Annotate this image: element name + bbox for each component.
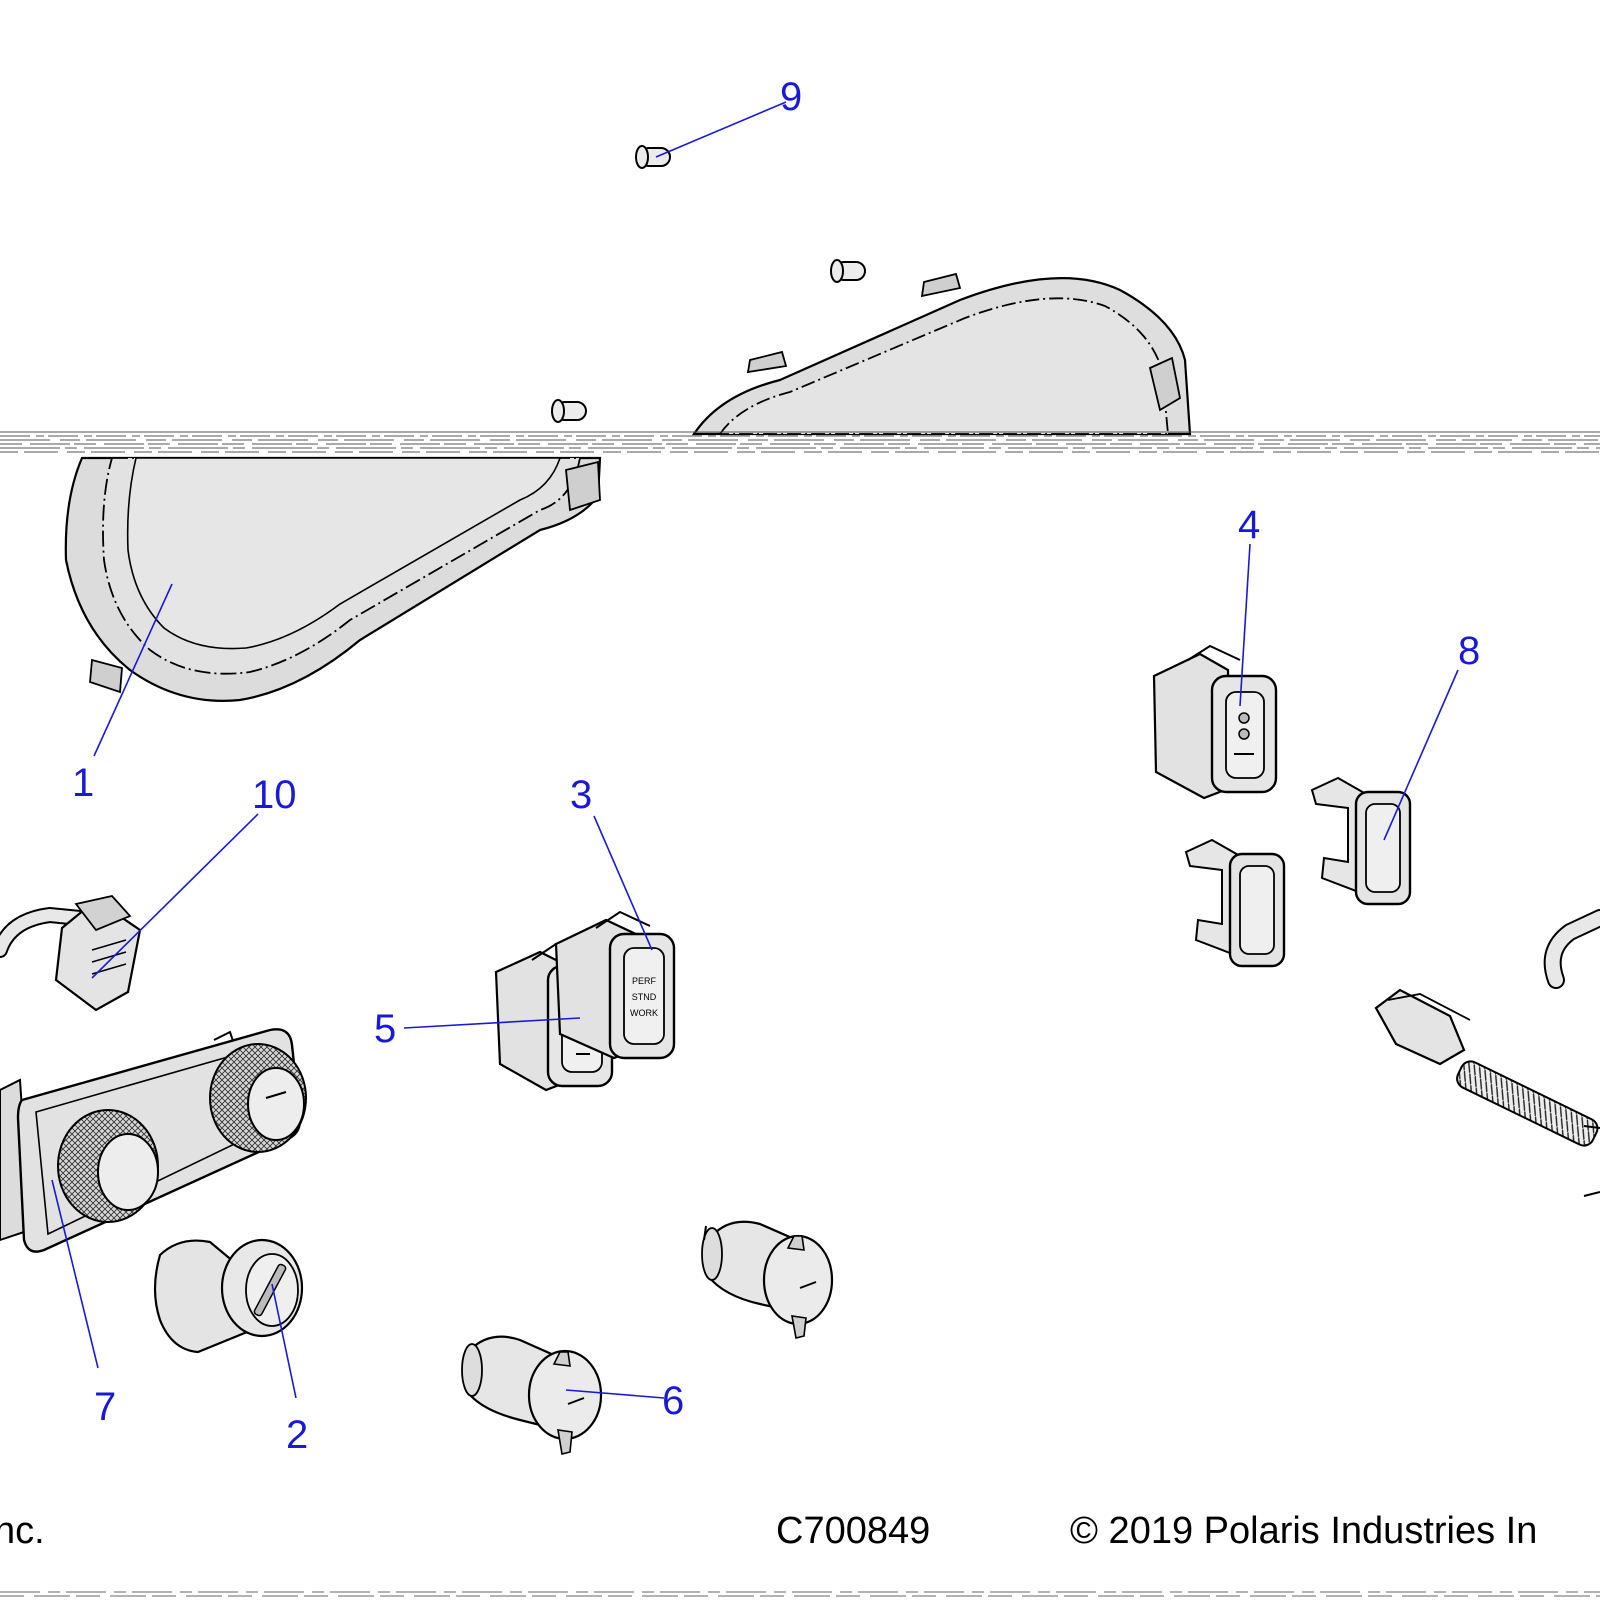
- pin-middle: [551, 399, 587, 423]
- harness-connector-left: [0, 895, 142, 1012]
- power-outlet-6: [461, 1335, 603, 1455]
- leader-line-5: [403, 1017, 581, 1029]
- leader-line-10: [91, 813, 259, 979]
- rocker-switch-3: PERF STND WORK: [554, 910, 676, 1060]
- callout-2: 2: [286, 1413, 308, 1457]
- instrument-cluster-upper: [691, 272, 1192, 436]
- dual-knob-panel: [0, 1028, 307, 1253]
- leader-line-1: [93, 583, 173, 757]
- harness-connector-right: [1374, 909, 1600, 1197]
- callout-8: 8: [1458, 629, 1480, 673]
- switch-4: [1152, 644, 1278, 800]
- leader-line-6: [565, 1389, 665, 1399]
- leader-line-2: [271, 1283, 297, 1399]
- instrument-cluster-lower: [64, 456, 602, 702]
- power-outlet-upper: [701, 1220, 834, 1339]
- bottom-scan-band: [0, 1591, 1600, 1597]
- callout-1: 1: [72, 761, 94, 805]
- switch-plug-front: [1184, 838, 1286, 968]
- pin-part-9: [635, 145, 671, 169]
- callout-3: 3: [570, 773, 592, 817]
- key-switch: [153, 1238, 304, 1354]
- leader-line-9: [655, 101, 787, 158]
- copyright-notice: © 2019 Polaris Industries In: [1070, 1510, 1538, 1552]
- leader-line-8: [1383, 669, 1459, 841]
- callout-6: 6: [662, 1379, 684, 1423]
- leader-lines: [51, 101, 1459, 1399]
- callout-7: 7: [94, 1385, 116, 1429]
- switch-label-perf: PERF: [632, 976, 657, 986]
- switch-label-stnd: STND: [632, 992, 657, 1002]
- leader-line-4: [1239, 543, 1251, 707]
- switch-plug-back: [1310, 776, 1412, 906]
- leader-line-7: [51, 1179, 99, 1369]
- company-name-fragment: nc.: [0, 1510, 45, 1552]
- callout-labels: 9 1 10 3 4 8 5 6 7 2: [72, 75, 1480, 1457]
- leader-line-3: [593, 815, 653, 951]
- callout-5: 5: [374, 1007, 396, 1051]
- callout-10: 10: [252, 773, 297, 817]
- switch-label-work: WORK: [630, 1008, 658, 1018]
- callout-9: 9: [780, 75, 802, 119]
- callout-4: 4: [1238, 503, 1260, 547]
- drawing-number: C700849: [776, 1510, 931, 1552]
- scan-band: [0, 431, 1600, 453]
- pin-upper-right: [830, 259, 866, 283]
